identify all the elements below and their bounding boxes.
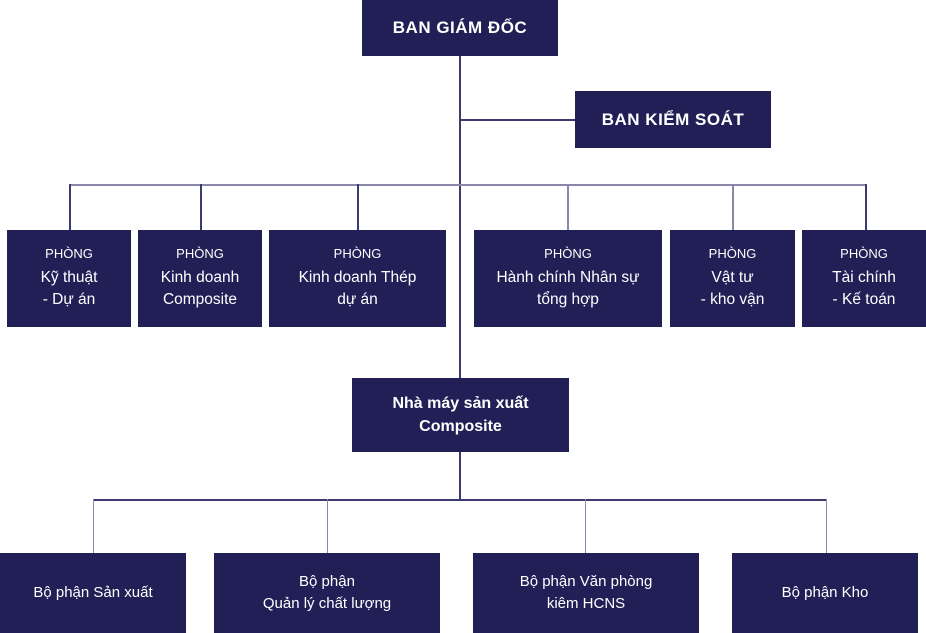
unit-label: Bộ phận Sản xuất [33,584,153,601]
factory-label: Nhà máy sản xuất Composite [392,395,529,435]
dept-drop-line [865,184,867,230]
dept-drop-line [69,184,71,230]
unit-drop-line [826,499,827,553]
board-of-directors-box: BAN GIÁM ĐỐC [362,0,558,56]
unit-box: Bộ phận Văn phòng kiêm HCNS [473,553,699,633]
trunk-line [459,56,461,378]
unit-box: Bộ phận Quản lý chất lượng [214,553,440,633]
department-box: PHÒNG Kinh doanh Composite [138,230,262,327]
department-name: Vật tư - kho vận [700,269,765,308]
department-prefix: PHÒNG [333,246,382,261]
dept-drop-line [357,184,359,230]
unit-box: Bộ phận Kho [732,553,918,633]
dept-drop-line [567,184,569,230]
unit-box: Bộ phận Sản xuất [0,553,186,633]
department-box: PHÒNG Kinh doanh Thép dự án [269,230,446,327]
department-prefix: PHÒNG [45,246,93,261]
department-bus-line [69,184,866,186]
unit-label: Bộ phận Quản lý chất lượng [262,573,392,612]
unit-drop-line [327,499,328,553]
control-branch-line [460,119,575,121]
dept-drop-line [732,184,734,230]
department-box: PHÒNG Kỹ thuật - Dự án [7,230,131,327]
department-prefix: PHÒNG [708,246,757,261]
department-name: Tài chính - Kế toán [832,269,896,308]
unit-label: Bộ phận Văn phòng kiêm HCNS [519,573,653,612]
department-box: PHÒNG Tài chính - Kế toán [802,230,926,327]
factory-box: Nhà máy sản xuất Composite [352,378,569,452]
unit-bus-line [93,499,827,501]
department-name: Kinh doanh Thép dự án [298,269,417,308]
department-prefix: PHÒNG [544,246,592,261]
factory-down-line [459,452,461,500]
unit-drop-line [93,499,94,553]
department-prefix: PHÒNG [176,246,224,261]
department-name: Kỹ thuật - Dự án [40,269,98,308]
department-prefix: PHÒNG [840,246,888,261]
supervisory-board-box: BAN KIỂM SOÁT [575,91,771,148]
department-name: Hành chính Nhân sự tổng hợp [496,269,640,308]
department-box: PHÒNG Hành chính Nhân sự tổng hợp [474,230,662,327]
board-of-directors-label: BAN GIÁM ĐỐC [392,18,528,37]
unit-drop-line [585,499,586,553]
dept-drop-line [200,184,202,230]
unit-label: Bộ phận Kho [781,584,869,601]
department-box: PHÒNG Vật tư - kho vận [670,230,795,327]
supervisory-board-label: BAN KIỂM SOÁT [601,109,745,129]
department-name: Kinh doanh Composite [160,269,240,308]
